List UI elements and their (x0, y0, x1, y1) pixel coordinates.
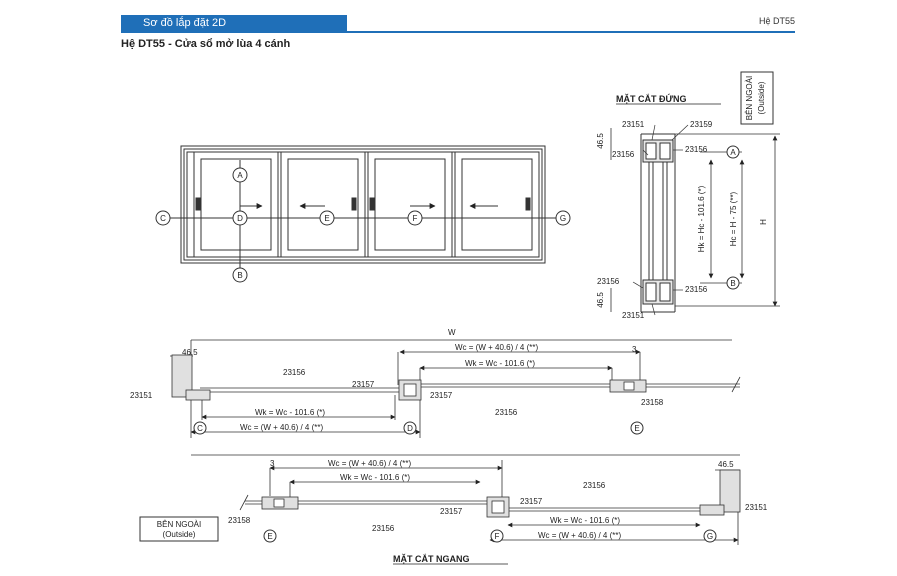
window-elevation (170, 145, 560, 275)
lower-marker-g: G (707, 532, 713, 541)
section-title-bar: Sơ đồ lắp đặt 2D (121, 15, 347, 32)
lower-wk-formula: Wk = Wc - 101.6 (*) (340, 473, 410, 482)
upper-marker-c: C (197, 424, 203, 433)
svg-text:(Outside): (Outside) (757, 81, 766, 114)
lower-dim-465: 46.5 (718, 460, 734, 469)
vsec-23156-bottom-right: 23156 (685, 285, 708, 294)
lower-23156-right: 23156 (583, 481, 606, 490)
upper-wk-formula-left: Wk = Wc - 101.6 (*) (255, 408, 325, 417)
lower-23157-right: 23157 (520, 497, 543, 506)
outside-label-horizontal: BÊN NGOÀI (Outside) (139, 516, 219, 542)
vertical-section-label: MẶT CẮT ĐỨNG (616, 93, 686, 104)
upper-profiles (171, 354, 647, 401)
hk-formula: Hk = Hc - 101.6 (*) (697, 185, 706, 252)
hc-formula: Hc = H - 75 (**) (729, 191, 738, 246)
marker-f: F (413, 214, 418, 223)
lower-23158: 23158 (228, 516, 251, 525)
lower-wc-formula-right: Wc = (W + 40.6) / 4 (**) (538, 531, 621, 540)
vertical-dimensions (610, 128, 780, 312)
upper-marker-e: E (634, 424, 639, 433)
elevation-markers (155, 167, 571, 283)
lower-profiles (261, 469, 741, 518)
upper-wc-formula: Wc = (W + 40.6) / 4 (**) (455, 343, 538, 352)
horizontal-section-label: MẶT CẮT NGANG (393, 554, 470, 564)
marker-a: A (237, 171, 243, 180)
lower-23151: 23151 (745, 503, 768, 512)
lower-wk-formula-right: Wk = Wc - 101.6 (*) (550, 516, 620, 525)
lower-dim-3: 3 (270, 459, 275, 468)
upper-23157-right: 23157 (430, 391, 453, 400)
lower-horizontal-section (191, 454, 740, 545)
marker-d: D (237, 214, 243, 223)
vertical-section-profile (640, 133, 676, 313)
upper-wk-formula: Wk = Wc - 101.6 (*) (465, 359, 535, 368)
vsec-23156-top-left: 23156 (612, 150, 635, 159)
upper-wc-formula-left: Wc = (W + 40.6) / 4 (**) (240, 423, 323, 432)
vsec-23156-top-right: 23156 (685, 145, 708, 154)
marker-g: G (560, 214, 566, 223)
lower-23157-left: 23157 (440, 507, 463, 516)
vsec-23159: 23159 (690, 120, 713, 129)
upper-23157-left: 23157 (352, 380, 375, 389)
header-rule (121, 31, 795, 33)
marker-b: B (237, 271, 242, 280)
svg-text:(Outside): (Outside) (163, 530, 196, 539)
vertical-marker-a: A (730, 148, 736, 157)
upper-dim-465: 46.5 (182, 348, 198, 357)
lower-marker-e: E (267, 532, 272, 541)
vertical-marker-b: B (730, 279, 735, 288)
upper-23151: 23151 (130, 391, 153, 400)
page-subtitle: Hệ DT55 - Cửa sổ mở lùa 4 cánh (121, 38, 291, 50)
lower-wc-formula: Wc = (W + 40.6) / 4 (**) (328, 459, 411, 468)
system-name: Hệ DT55 (758, 16, 795, 26)
upper-dim-3: 3 (632, 345, 637, 354)
svg-text:BÊN NGOÀI: BÊN NGOÀI (157, 520, 201, 529)
lower-23156-left: 23156 (372, 524, 395, 533)
marker-e: E (324, 214, 329, 223)
upper-23156-right: 23156 (495, 408, 518, 417)
lower-marker-f: F (495, 532, 500, 541)
upper-dim-w: W (448, 328, 456, 337)
vsec-23151-bottom: 23151 (622, 311, 645, 320)
marker-c: C (160, 214, 166, 223)
upper-marker-d: D (407, 424, 413, 433)
vertical-dim-465-top: 46.5 (596, 133, 605, 149)
dim-h: H (759, 219, 768, 225)
vsec-23151-top: 23151 (622, 120, 645, 129)
svg-text:BÊN NGOÀI: BÊN NGOÀI (745, 76, 754, 120)
upper-23156-left: 23156 (283, 368, 306, 377)
upper-23158: 23158 (641, 398, 664, 407)
vsec-23156-bottom-left: 23156 (597, 277, 620, 286)
vertical-dim-465-bottom: 46.5 (596, 292, 605, 308)
outside-label-vertical: BÊN NGOÀI (Outside) (740, 71, 774, 125)
